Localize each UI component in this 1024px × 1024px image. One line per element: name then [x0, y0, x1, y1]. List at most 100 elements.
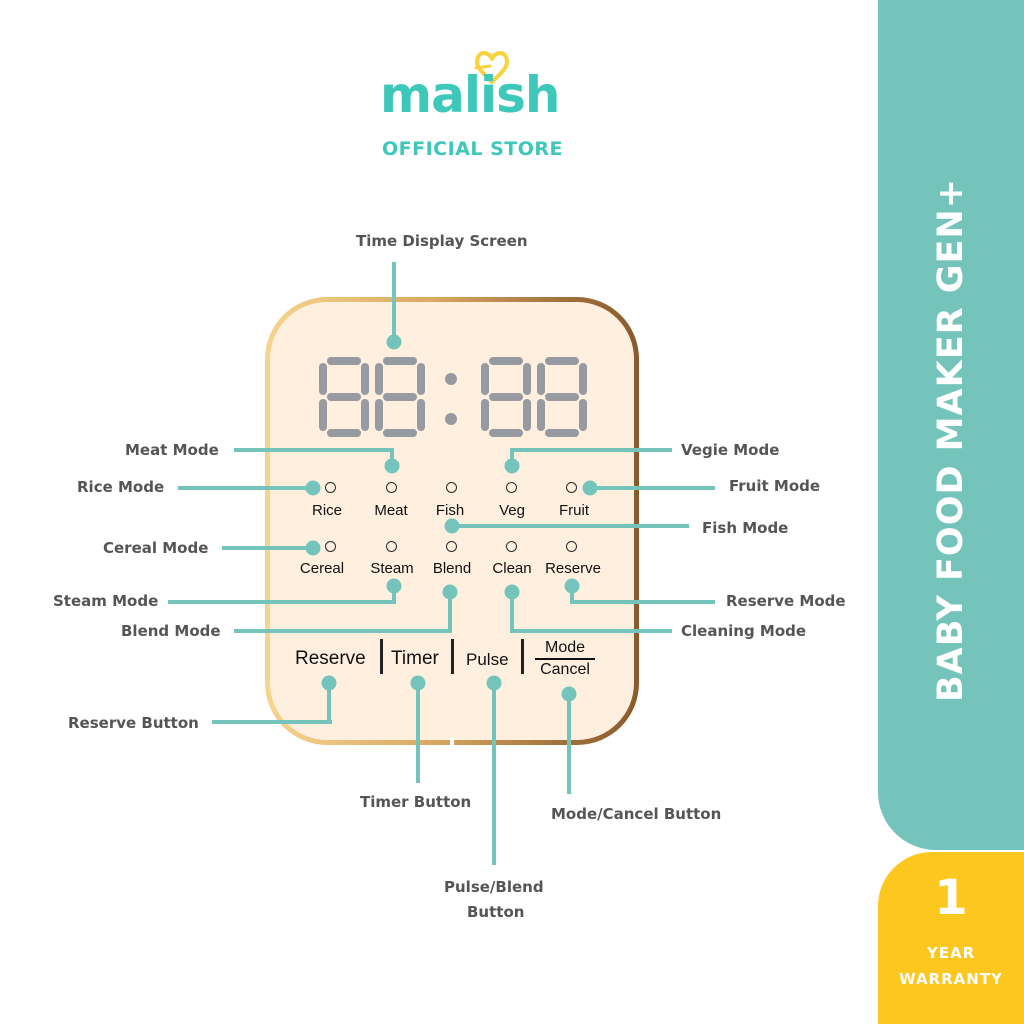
callout-blend-mode: Blend Mode — [121, 622, 221, 640]
callout-line — [510, 448, 514, 466]
callout-line — [452, 524, 689, 528]
led-clean — [506, 541, 517, 552]
timer-button[interactable]: Timer — [391, 648, 439, 669]
mode-label: Mode — [535, 638, 595, 660]
led-veg — [506, 482, 517, 493]
callout-timer-button: Timer Button — [360, 793, 472, 811]
mode-label-steam[interactable]: Steam — [370, 560, 414, 577]
mode-label-meat[interactable]: Meat — [374, 502, 408, 519]
display-segment — [489, 357, 523, 365]
mode-label-cereal[interactable]: Cereal — [299, 560, 345, 577]
display-segment — [523, 399, 531, 431]
display-segment — [481, 399, 489, 431]
mode-cancel-button[interactable]: Mode Cancel — [533, 638, 597, 679]
led-steam — [386, 541, 397, 552]
callout-reserve-button: Reserve Button — [68, 714, 199, 732]
callout-dot — [386, 334, 402, 350]
brand-subtitle: OFFICIAL STORE — [382, 138, 564, 160]
display-segment — [537, 399, 545, 431]
display-colon — [445, 373, 457, 385]
mode-label-blend[interactable]: Blend — [432, 560, 472, 577]
callout-dot — [305, 480, 321, 496]
callout-line — [512, 629, 672, 633]
callout-reserve-mode: Reserve Mode — [726, 592, 846, 610]
display-segment — [417, 399, 425, 431]
display-segment — [327, 429, 361, 437]
callout-line — [222, 546, 313, 550]
callout-line — [392, 262, 396, 342]
mode-label-veg[interactable]: Veg — [499, 502, 525, 519]
mode-label-rice[interactable]: Rice — [311, 502, 343, 519]
led-rice — [325, 482, 336, 493]
callout-time-display: Time Display Screen — [356, 232, 528, 250]
display-segment — [523, 363, 531, 395]
callout-dot — [561, 686, 577, 702]
callout-line — [168, 600, 396, 604]
display-segment — [383, 429, 417, 437]
led-cereal — [325, 541, 336, 552]
led-fish — [446, 482, 457, 493]
callout-line — [448, 590, 452, 633]
display-segment — [319, 363, 327, 395]
display-segment — [489, 393, 523, 401]
display-segment — [579, 399, 587, 431]
mode-label-fish[interactable]: Fish — [435, 502, 465, 519]
callout-mode-cancel-button: Mode/Cancel Button — [551, 805, 722, 823]
callout-fruit-mode: Fruit Mode — [729, 477, 821, 495]
display-colon — [445, 413, 457, 425]
display-segment — [383, 357, 417, 365]
pulse-button[interactable]: Pulse — [466, 650, 509, 669]
callout-line — [234, 448, 394, 452]
divider — [521, 639, 524, 674]
led-fruit — [566, 482, 577, 493]
callout-line — [492, 683, 496, 865]
callout-line — [512, 448, 672, 452]
callout-line — [572, 600, 715, 604]
product-title: BABY FOOD MAKER GEN+ — [931, 177, 971, 703]
callout-line — [510, 590, 514, 633]
divider — [380, 639, 383, 674]
callout-dot — [486, 675, 502, 691]
display-segment — [375, 399, 383, 431]
callout-steam-mode: Steam Mode — [53, 592, 159, 610]
mode-label-clean[interactable]: Clean — [492, 560, 532, 577]
led-reserve — [566, 541, 577, 552]
callout-line — [416, 683, 420, 783]
display-segment — [375, 363, 383, 395]
display-segment — [319, 399, 327, 431]
callout-dot — [582, 480, 598, 496]
callout-line — [390, 448, 394, 466]
callout-dot — [564, 578, 580, 594]
callout-cereal-mode: Cereal Mode — [103, 539, 209, 557]
display-segment — [361, 399, 369, 431]
led-blend — [446, 541, 457, 552]
callout-dot — [305, 540, 321, 556]
warranty-line2: WARRANTY — [899, 970, 1003, 988]
callout-line — [327, 683, 331, 724]
panel-notch — [450, 738, 454, 746]
callout-dot — [321, 675, 337, 691]
callout-dot — [504, 584, 520, 600]
heart-icon — [474, 51, 509, 84]
brand-name: malish — [380, 66, 560, 124]
warranty-line1: YEAR — [926, 944, 976, 962]
display-segment — [383, 393, 417, 401]
time-display-screen — [319, 357, 589, 437]
mode-label-reserve[interactable]: Reserve — [545, 560, 601, 577]
reserve-button[interactable]: Reserve — [295, 648, 366, 669]
callout-dot — [442, 584, 458, 600]
led-meat — [386, 482, 397, 493]
product-banner: BABY FOOD MAKER GEN+ — [878, 0, 1024, 850]
callout-line — [212, 720, 332, 724]
display-segment — [361, 363, 369, 395]
mode-label-fruit[interactable]: Fruit — [559, 502, 589, 519]
callout-line — [392, 586, 396, 604]
callout-pulse-button-line1: Pulse/Blend — [444, 878, 544, 896]
callout-line — [567, 694, 571, 794]
divider — [451, 639, 454, 674]
callout-pulse-button-line2: Button — [467, 903, 525, 921]
callout-line — [570, 586, 574, 604]
callout-meat-mode: Meat Mode — [125, 441, 219, 459]
cancel-label: Cancel — [540, 661, 590, 678]
display-segment — [545, 393, 579, 401]
